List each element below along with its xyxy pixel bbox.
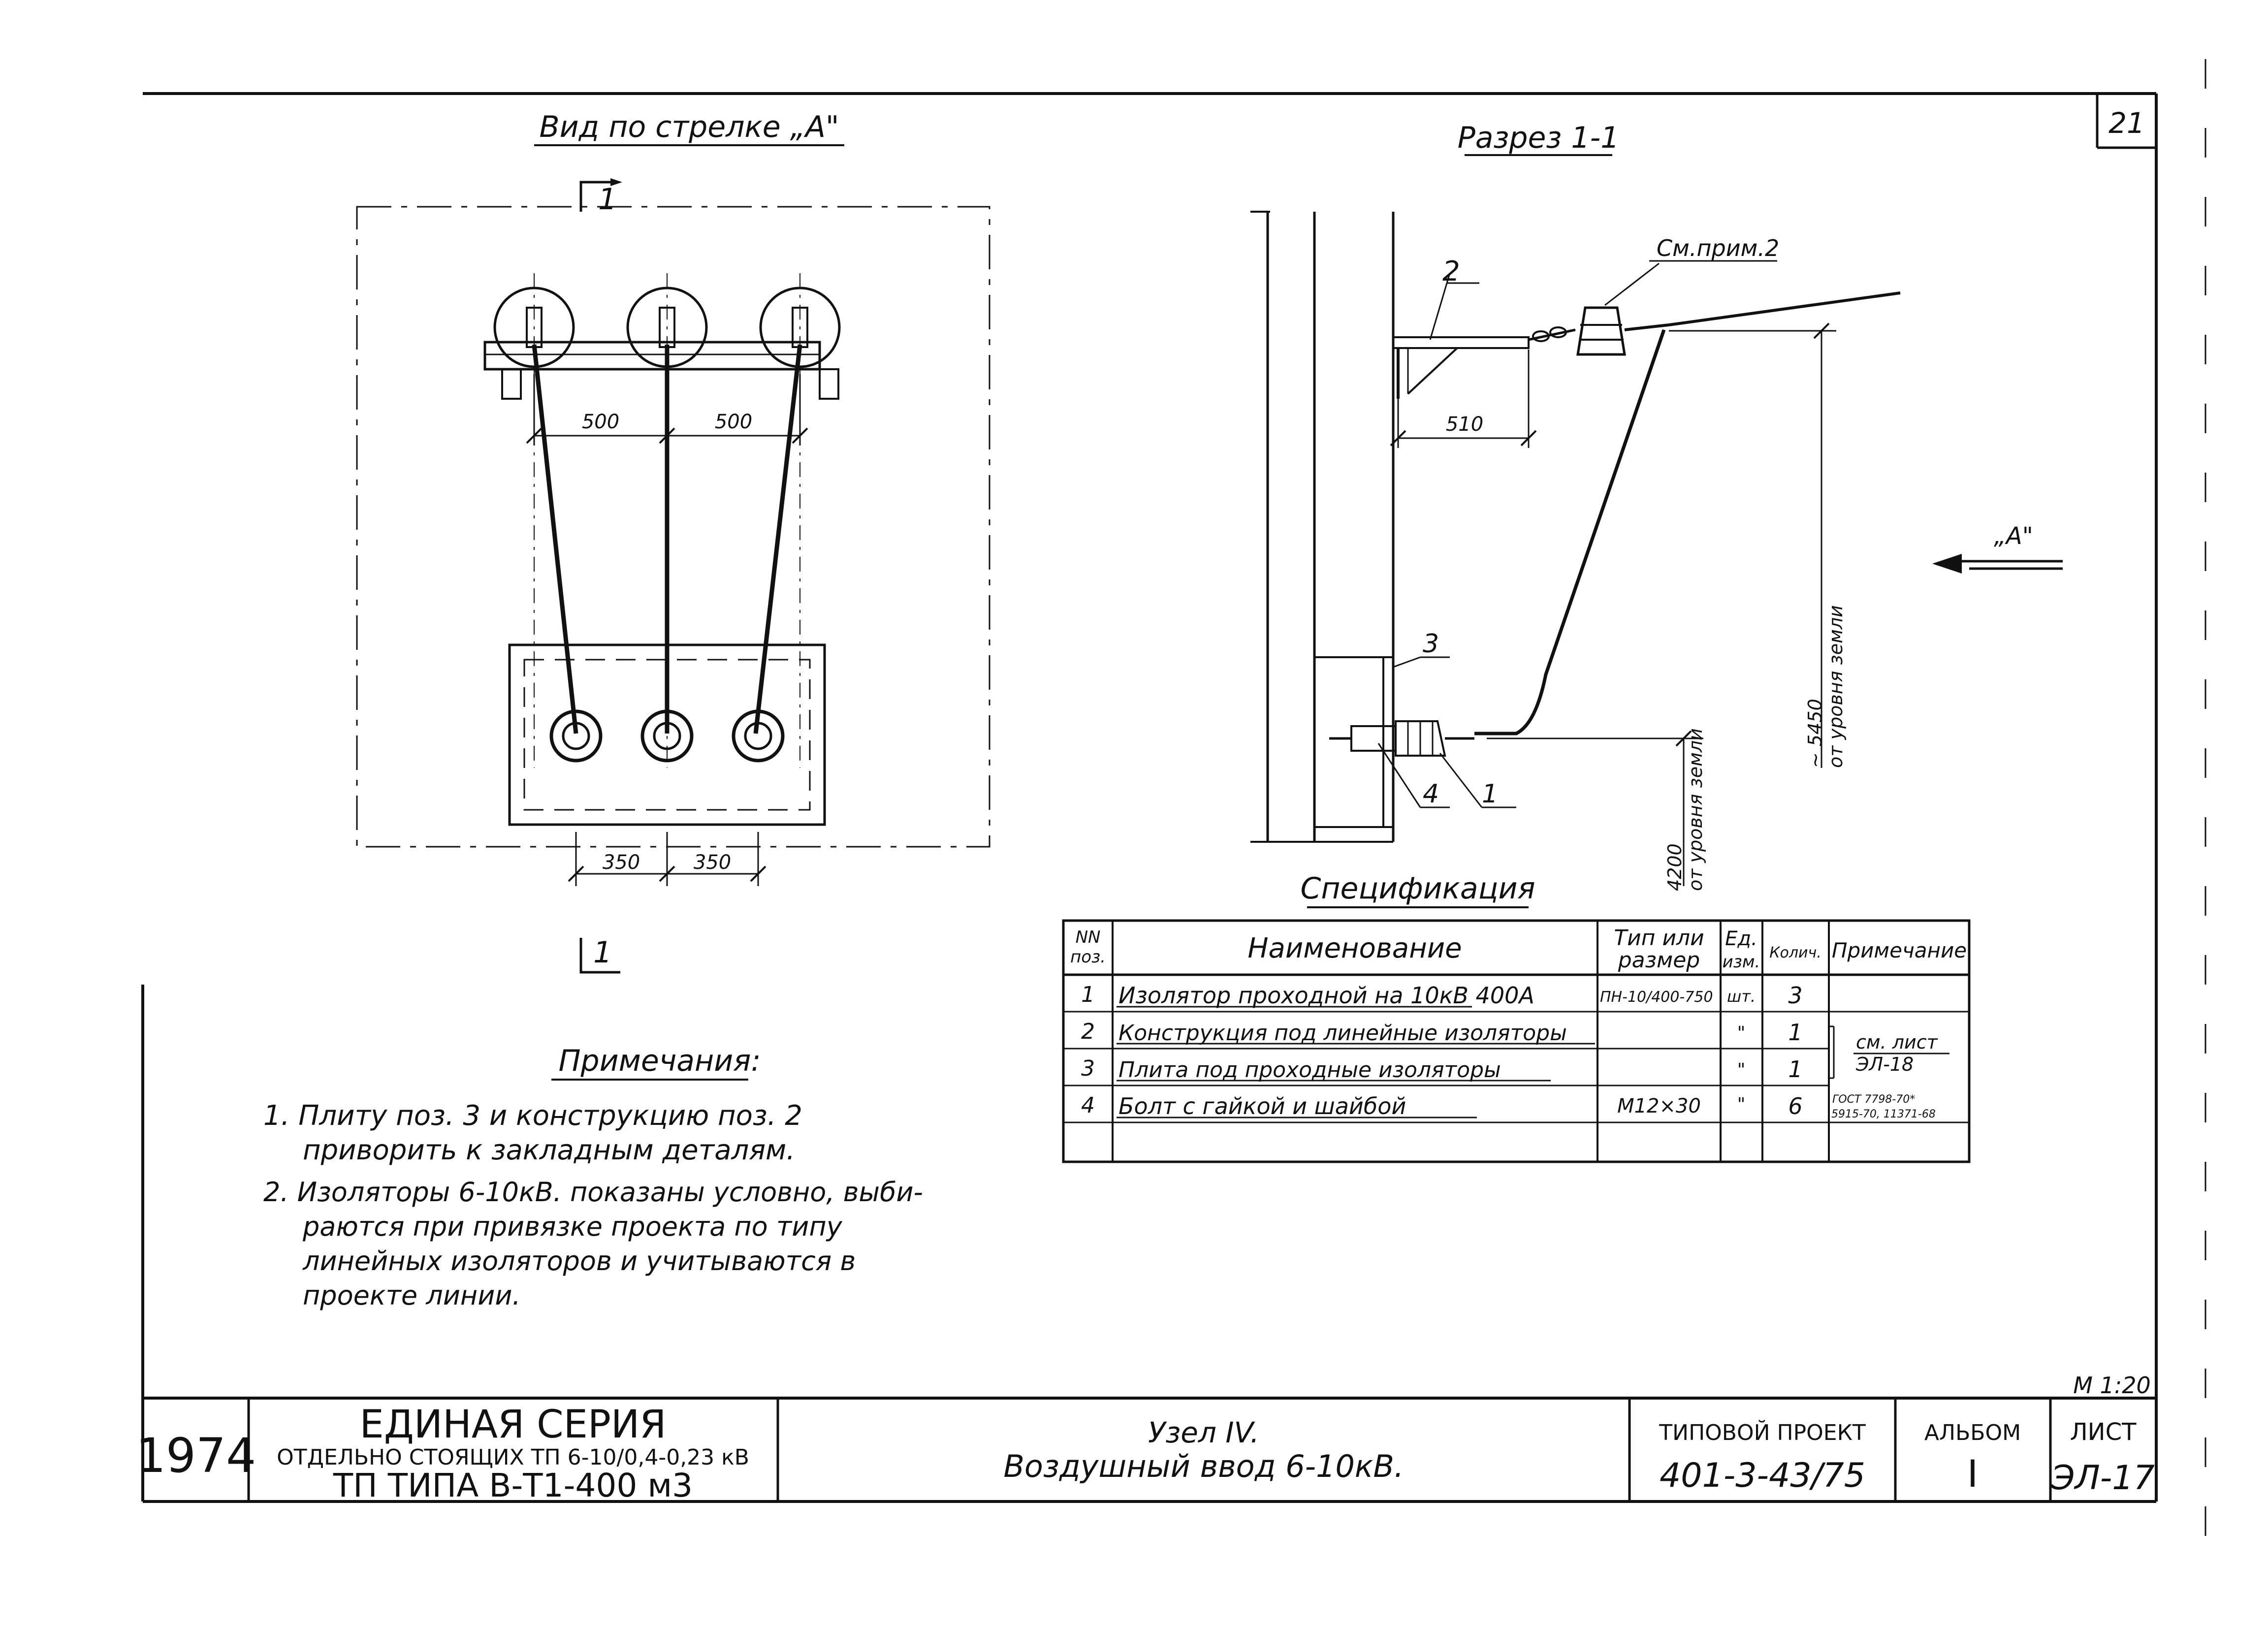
drawing-frame	[141, 59, 2206, 1570]
row-1-qty: 3	[1788, 982, 1802, 1009]
sheet-label: ЛИСТ	[2070, 1418, 2137, 1446]
dimension-500-500: 500 500	[526, 374, 808, 446]
notes-title: Примечания:	[558, 1044, 761, 1078]
pos-1-label: 1	[1482, 779, 1498, 809]
height-lower-ref: от уровня земли	[1685, 728, 1706, 891]
note-1-line-2: приворить к закладным деталям.	[303, 1134, 795, 1166]
row-1-unit: шт.	[1727, 987, 1756, 1006]
header-unit-2: изм.	[1723, 952, 1760, 972]
section-mark-bottom: 1	[593, 935, 612, 970]
height-lower-value: 4200	[1664, 843, 1686, 891]
row-1-type: ПН-10/400-750	[1600, 989, 1713, 1006]
row-3-num: 3	[1081, 1056, 1095, 1081]
wall-bushing	[1329, 656, 1474, 828]
row-2-note: см. лист	[1856, 1031, 1939, 1053]
row-2-name: Конструкция под линейные изоляторы	[1118, 1021, 1567, 1046]
row-3-qty: 1	[1788, 1056, 1802, 1083]
year: 1974	[136, 1428, 256, 1483]
building-wall	[1250, 211, 1395, 843]
spec-row: 1 Изолятор проходной на 10кВ 400А ПН-10/…	[1081, 982, 1803, 1009]
note-2-line-4: проекте линии.	[303, 1280, 521, 1311]
row-3-name: Плита под проходные изоляторы	[1118, 1057, 1501, 1083]
note-ref: См.прим.2	[1657, 235, 1779, 261]
conductors	[532, 344, 802, 734]
node-title: Узел IV.	[1148, 1416, 1259, 1449]
pos-3-label: 3	[1423, 629, 1439, 659]
pos-4-label: 4	[1423, 779, 1439, 809]
dimension-350-350: 350 350	[568, 832, 767, 886]
spec-row: 4 Болт с гайкой и шайбой М12×30 " 6 ГОСТ…	[1081, 1093, 1936, 1120]
right-view: Разрез 1-1 2 5	[1250, 121, 2063, 891]
row-4-unit: "	[1737, 1094, 1746, 1115]
spec-title: Спецификация	[1300, 871, 1535, 906]
row-4-qty: 6	[1788, 1093, 1802, 1119]
header-type-2: размер	[1618, 948, 1700, 973]
sheet-code: ЭЛ-17	[2051, 1459, 2155, 1498]
row-3-note: ЭЛ-18	[1855, 1053, 1914, 1075]
dim-350-right: 350	[694, 851, 731, 874]
note-2-line-3: линейных изоляторов и учитываются в	[302, 1245, 856, 1277]
spec-row: 3 Плита под проходные изоляторы " 1 ЭЛ-1…	[1081, 1053, 1914, 1083]
header-unit: Ед.	[1725, 927, 1757, 950]
height-dimension-4200: 4200 от уровня земли	[1487, 728, 1706, 891]
series-title: ЕДИНАЯ СЕРИЯ	[360, 1403, 667, 1447]
row-4-name: Болт с гайкой и шайбой	[1118, 1093, 1406, 1119]
dimension-510: 510	[1390, 350, 1537, 448]
specification: Спецификация NN поз. Наименование Тип ил…	[1062, 871, 1971, 1163]
suspension-insulator: См.прим.2	[1528, 235, 1901, 356]
note-2-line-2: раются при привязке проекта по типу	[302, 1211, 843, 1242]
scale-label: М 1:20	[2073, 1372, 2151, 1399]
header-type: Тип или	[1614, 926, 1704, 951]
row-1-name: Изолятор проходной на 10кВ 400А	[1118, 982, 1534, 1009]
right-view-title: Разрез 1-1	[1458, 121, 1620, 155]
row-1-num: 1	[1081, 982, 1095, 1007]
row-4-note: ГОСТ 7798-70*	[1832, 1093, 1915, 1106]
spec-grid	[1062, 919, 1971, 1163]
section-mark-top: 1	[598, 182, 617, 217]
title-block: 1974 ЕДИНАЯ СЕРИЯ ОТДЕЛЬНО СТОЯЩИХ ТП 6-…	[136, 1398, 2155, 1504]
dim-510: 510	[1446, 413, 1483, 436]
spec-row: 2 Конструкция под линейные изоляторы " 1…	[1081, 1019, 1939, 1053]
series-subtitle-1: ОТДЕЛЬНО СТОЯЩИХ ТП 6-10/0,4-0,23 кВ	[277, 1445, 749, 1470]
sheet-number: 21	[2108, 106, 2145, 140]
header-qty: Колич.	[1769, 944, 1821, 961]
series-subtitle-2: ТП ТИПА В-Т1-400 м3	[333, 1467, 693, 1504]
header-num-2: поз.	[1070, 947, 1106, 967]
arrow-a-label: „А"	[1994, 522, 2033, 550]
row-2-qty: 1	[1788, 1019, 1802, 1046]
sheet-number-box: 21	[2096, 94, 2156, 149]
note-2-line-1: 2. Изоляторы 6-10кВ. показаны условно, в…	[263, 1177, 923, 1208]
row-4-note-2: 5915-70, 11371-68	[1831, 1108, 1936, 1120]
dim-500-right: 500	[715, 411, 752, 433]
row-4-type: М12×30	[1617, 1095, 1701, 1117]
header-name: Наименование	[1247, 932, 1462, 964]
row-2-unit: "	[1737, 1023, 1746, 1043]
bushing-plate	[508, 643, 826, 826]
height-upper-ref: от уровня земли	[1825, 605, 1847, 768]
album-value: I	[1967, 1452, 1978, 1496]
insulator-bracket: 2	[1392, 255, 1530, 399]
row-3-unit: "	[1737, 1060, 1746, 1080]
node-subtitle: Воздушный ввод 6-10кВ.	[1003, 1448, 1404, 1484]
notes: Примечания: 1. Плиту поз. 3 и конструкци…	[263, 1044, 923, 1311]
left-view: Вид по стрелке „А" 1	[356, 110, 990, 974]
row-4-num: 4	[1081, 1093, 1095, 1118]
project-number: 401-3-43/75	[1660, 1456, 1865, 1495]
header-note: Примечание	[1832, 938, 1967, 962]
row-2-num: 2	[1081, 1019, 1095, 1044]
dim-500-left: 500	[582, 411, 619, 433]
height-upper-value: ~ 5450	[1804, 699, 1826, 768]
note-1-line-1: 1. Плиту поз. 3 и конструкцию поз. 2	[263, 1100, 802, 1132]
left-view-title: Вид по стрелке „А"	[540, 110, 839, 144]
height-dimension-5450: ~ 5450 от уровня земли	[1669, 322, 1847, 768]
pos-2-label: 2	[1442, 255, 1460, 287]
view-arrow-a: „А"	[1932, 522, 2063, 574]
dim-350-left: 350	[603, 851, 640, 874]
header-num: NN	[1076, 927, 1101, 947]
project-label: ТИПОВОЙ ПРОЕКТ	[1659, 1419, 1866, 1445]
album-label: АЛЬБОМ	[1924, 1420, 2021, 1445]
